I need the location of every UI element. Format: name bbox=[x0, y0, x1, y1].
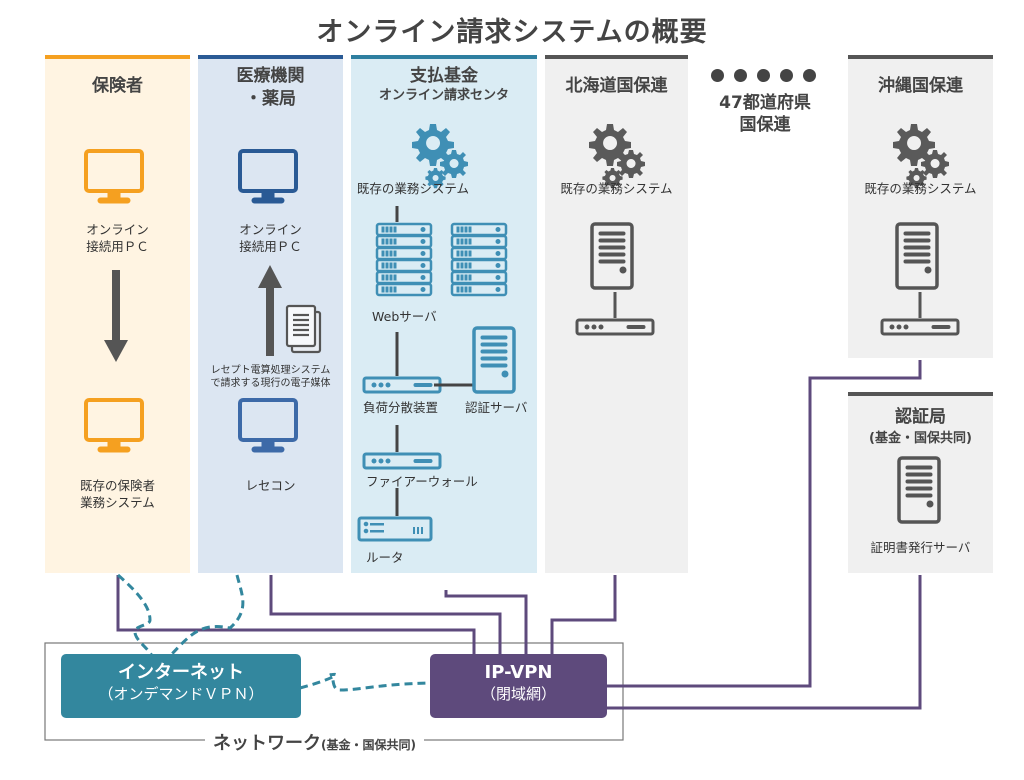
auth-server-icon bbox=[472, 326, 516, 394]
router-icon bbox=[357, 516, 433, 542]
cert-server-icon bbox=[897, 456, 941, 524]
fund-business-system-label: 既存の業務システム bbox=[356, 181, 470, 196]
okinawa-gears-icon bbox=[893, 124, 949, 189]
router-label: ルータ bbox=[366, 550, 404, 565]
arrow-down-icon bbox=[104, 270, 128, 362]
load-balancer-label: 負荷分散装置 bbox=[363, 400, 439, 415]
recon-label: レセコン bbox=[245, 478, 296, 493]
ipvpn-subtitle: （閉域網） bbox=[480, 685, 556, 703]
media-label-line2: で請求する現行の電子媒体 bbox=[210, 378, 331, 389]
hokkaido-gears-icon bbox=[589, 124, 645, 189]
internet-box[interactable]: インターネット （オンデマンドＶＰＮ） bbox=[61, 654, 301, 718]
auth-server-label: 認証サーバ bbox=[465, 400, 528, 415]
prefectures-title-line2: 国保連 bbox=[739, 115, 791, 135]
ipvpn-connection-lines bbox=[116, 360, 922, 710]
okinawa-server-icon bbox=[895, 222, 939, 290]
cert-authority-title: 認証局 bbox=[895, 407, 946, 427]
internet-title: インターネット bbox=[118, 662, 244, 683]
hokkaido-server-icon bbox=[590, 222, 634, 290]
online-pc-monitor-icon bbox=[84, 149, 144, 205]
internet-subtitle: （オンデマンドＶＰＮ） bbox=[98, 685, 264, 703]
web-server-label: Webサーバ bbox=[372, 309, 437, 324]
insurer-title: 保険者 bbox=[92, 76, 143, 96]
fund-title-line1: 支払基金 bbox=[410, 66, 478, 86]
firewall-icon bbox=[362, 452, 442, 470]
okinawa-switch-icon bbox=[880, 318, 960, 336]
column-medical: 医療機関 ・薬局 bbox=[198, 55, 343, 573]
internet-connection-lines bbox=[117, 573, 431, 692]
load-balancer-icon bbox=[362, 376, 442, 394]
page-title: オンライン請求システムの概要 bbox=[316, 17, 708, 48]
network-label: ネットワーク(基金・国保共同) bbox=[205, 729, 424, 755]
hokkaido-title: 北海道国保連 bbox=[565, 76, 668, 96]
insurer-system-label-line2: 業務システム bbox=[80, 495, 155, 510]
firewall-label: ファイアーウォール bbox=[366, 474, 478, 489]
ipvpn-title: IP-VPN bbox=[484, 662, 553, 683]
web-server-rack-icon-1 bbox=[377, 224, 431, 295]
medical-online-pc-monitor-icon bbox=[238, 149, 298, 205]
recon-monitor-icon bbox=[238, 398, 298, 454]
medical-title-line1: 医療機関 bbox=[236, 66, 305, 86]
ellipsis-dots bbox=[706, 67, 821, 86]
network-label-main: ネットワーク bbox=[213, 733, 321, 754]
prefectures-title-line1: 47都道府県 bbox=[719, 93, 811, 113]
insurer-system-label-line1: 既存の保険者 bbox=[79, 478, 155, 493]
cert-authority-subtitle: (基金・国保共同) bbox=[869, 431, 972, 446]
okinawa-business-system-label: 既存の業務システム bbox=[864, 181, 977, 196]
fund-gears-icon bbox=[412, 124, 468, 189]
arrow-up-icon bbox=[258, 265, 282, 356]
ipvpn-box[interactable]: IP-VPN （閉域網） bbox=[430, 654, 607, 718]
hokkaido-business-system-label: 既存の業務システム bbox=[560, 181, 673, 196]
insurer-pc-label-line2: 接続用ＰＣ bbox=[86, 239, 149, 254]
insurer-pc-label-line1: オンライン bbox=[86, 222, 149, 237]
fund-title-line2: オンライン請求センタ bbox=[378, 88, 509, 103]
web-server-rack-icon-2 bbox=[452, 224, 506, 295]
hokkaido-switch-icon bbox=[575, 318, 655, 336]
medical-pc-label-line2: 接続用ＰＣ bbox=[239, 239, 302, 254]
medical-title-line2: ・薬局 bbox=[245, 89, 296, 109]
document-icon bbox=[285, 304, 322, 354]
cert-server-label: 証明書発行サーバ bbox=[870, 540, 971, 555]
media-label-line1: レセプト電算処理システム bbox=[210, 365, 331, 376]
medical-pc-label-line1: オンライン bbox=[239, 222, 302, 237]
network-label-sub: (基金・国保共同) bbox=[321, 738, 416, 752]
existing-system-monitor-icon bbox=[84, 398, 144, 454]
okinawa-title: 沖縄国保連 bbox=[878, 76, 963, 96]
